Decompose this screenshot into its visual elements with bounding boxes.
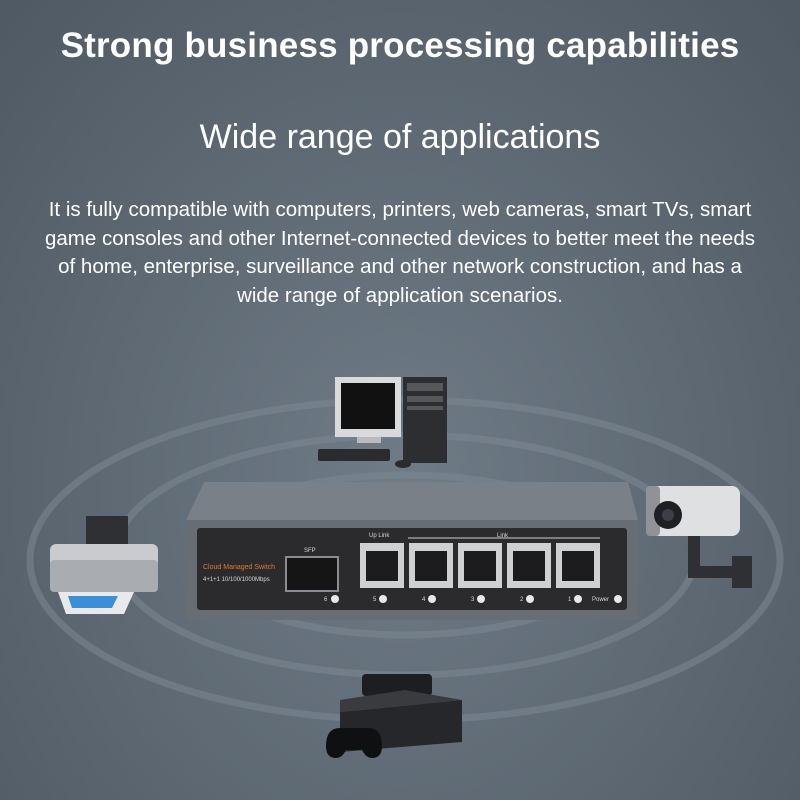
link-label: Link [497,533,509,539]
desktop-computer-icon [318,377,447,468]
network-switch: Cloud Managed Switch 4+1+1 10/100/1000Mb… [186,482,638,620]
sfp-label: SFP [304,548,316,554]
switch-spec-label: 4+1+1 10/100/1000Mbps [203,577,270,583]
port-leds [331,595,622,603]
printer-icon [50,516,158,614]
description-text: It is fully compatible with computers, p… [45,198,755,307]
port-number-1: 1 [568,597,572,603]
port-number-5: 5 [373,597,377,603]
port-number-4: 4 [422,597,426,603]
switch-model-label: Cloud Managed Switch [203,564,275,571]
security-camera-icon [646,486,752,588]
port-number-3: 3 [471,597,475,603]
port-number-6: 6 [324,597,328,603]
page-subtitle: Wide range of applications [199,118,601,156]
ethernet-ports [360,543,600,588]
port-number-2: 2 [520,597,524,603]
power-label: Power [592,597,609,603]
game-console-icon [326,674,462,758]
page-title: Strong business processing capabilities [60,26,740,65]
uplink-label: Up Link [369,533,390,539]
